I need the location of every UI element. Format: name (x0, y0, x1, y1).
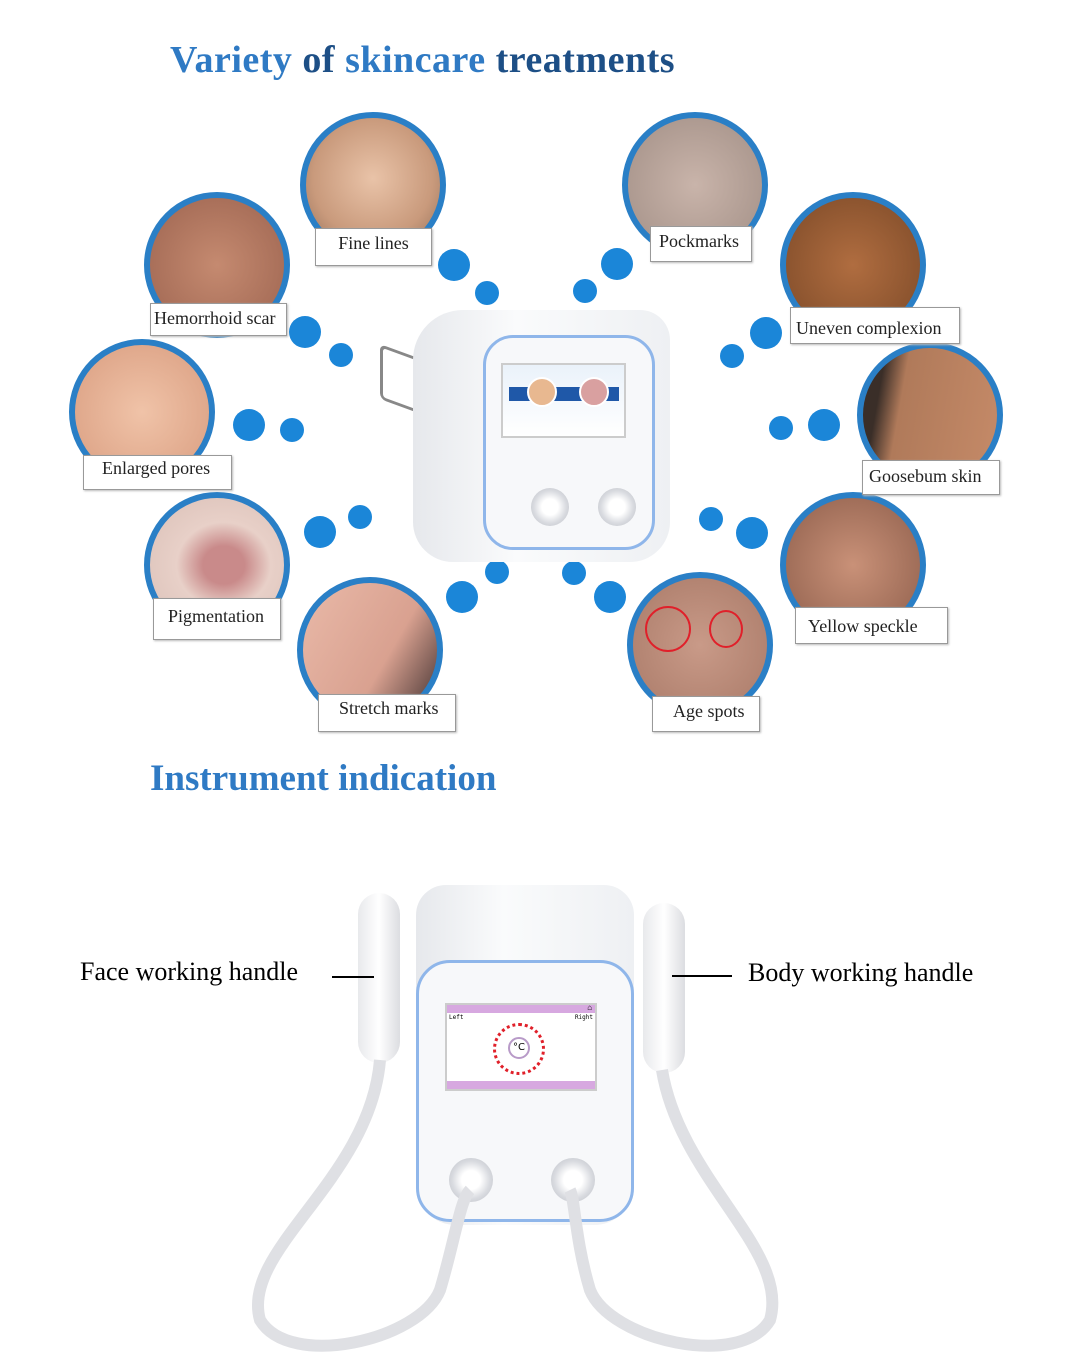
label-enlarged-pores: Enlarged pores (83, 455, 232, 490)
handle-port-right (598, 488, 636, 526)
connector-dot (601, 248, 633, 280)
device-front-panel: ⌂ Left Right °C (416, 960, 634, 1222)
body-handle (643, 903, 685, 1073)
connector-dot (562, 561, 586, 585)
title-word: Variety (170, 39, 293, 81)
connector-dot (475, 281, 499, 305)
temperature-ring (493, 1023, 545, 1075)
treatments-title: Variety of skincare treatments (170, 38, 675, 82)
handle-port-left (531, 488, 569, 526)
connector-dot (769, 416, 793, 440)
connector-dot (573, 279, 597, 303)
device-top-body (413, 310, 670, 562)
face-handle-label: Face working handle (80, 957, 299, 986)
device-main-body: ⌂ Left Right °C (416, 885, 634, 1225)
title-word: of (302, 39, 336, 81)
title-word: treatments (495, 39, 676, 81)
home-icon: ⌂ (587, 1003, 592, 1012)
device-screen (501, 363, 626, 438)
label-pockmarks: Pockmarks (650, 226, 752, 262)
connector-dot (438, 249, 470, 281)
connector-dot (736, 517, 768, 549)
label-pigmentation: Pigmentation (153, 598, 281, 640)
temperature-unit: °C (508, 1037, 530, 1059)
screen-right-label: Right (574, 1014, 593, 1021)
label-fine-lines: Fine lines (315, 228, 432, 266)
connector-dot (304, 516, 336, 548)
screen-footer-bar (447, 1081, 595, 1089)
device-front-panel (483, 335, 655, 550)
connector-dot (750, 317, 782, 349)
screen-header-bar: ⌂ (447, 1003, 595, 1013)
label-yellow-speckle: Yellow speckle (795, 607, 948, 644)
connector-dot (289, 316, 321, 348)
connector-dot (280, 418, 304, 442)
label-uneven-complexion: Uneven complexion (790, 307, 960, 344)
connector-dot (594, 581, 626, 613)
connector-dot (348, 505, 372, 529)
device-screen: ⌂ Left Right °C (445, 1003, 597, 1091)
connector-dot (485, 560, 509, 584)
connector-dot (446, 581, 478, 613)
connector-dot (720, 344, 744, 368)
label-stretch-marks: Stretch marks (318, 694, 456, 732)
face-handle (358, 893, 400, 1063)
body-handle-label: Body working handle (748, 958, 974, 987)
screen-left-label: Left (449, 1014, 464, 1021)
connector-dot (329, 343, 353, 367)
treatment-image-age-spots (627, 572, 773, 718)
label-goosebum-skin: Goosebum skin (862, 460, 1000, 495)
connector-dot (699, 507, 723, 531)
indication-title: Instrument indication (150, 758, 497, 799)
title-word: skincare (345, 39, 486, 81)
face-handle-pointer (332, 976, 374, 978)
connector-dot (808, 409, 840, 441)
label-hemorrhoid-scar: Hemorrhoid scar (150, 303, 287, 336)
label-age-spots: Age spots (652, 696, 760, 732)
connector-dot (233, 409, 265, 441)
body-handle-pointer (672, 975, 732, 977)
